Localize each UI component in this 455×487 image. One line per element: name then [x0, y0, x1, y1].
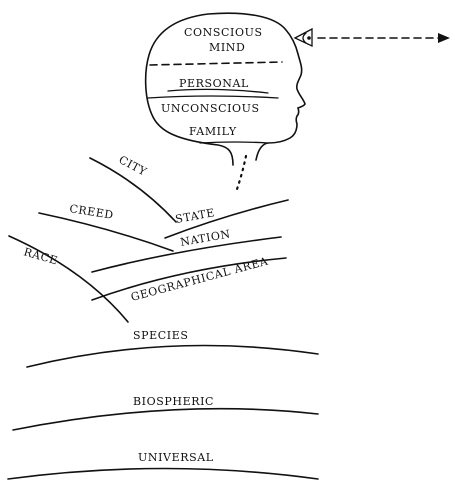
family-line [200, 142, 268, 143]
universal-line [8, 469, 318, 480]
label-geographical-area: GEOGRAPHICAL AREA [129, 255, 270, 304]
unconscious-underline [148, 96, 278, 98]
label-race: RACE [22, 245, 59, 267]
label-family: FAMILY [189, 125, 237, 138]
label-unconscious: UNCONSCIOUS [161, 102, 260, 115]
label-universal: UNIVERSAL [138, 451, 214, 464]
label-species: SPECIES [133, 329, 189, 342]
label-creed: CREED [69, 202, 115, 222]
label-personal: PERSONAL [179, 77, 249, 90]
neck-dots [236, 156, 246, 192]
label-mind: MIND [209, 41, 245, 54]
biospheric-line [13, 409, 318, 430]
label-state: STATE [174, 206, 216, 226]
arrow-right-icon [438, 33, 450, 43]
conscious-separator [150, 62, 282, 65]
label-city: CITY [117, 153, 150, 179]
species-line [27, 346, 318, 367]
label-conscious: CONSCIOUS [184, 26, 263, 39]
eye-icon [295, 29, 312, 46]
label-biospheric: BIOSPHERIC [133, 395, 214, 408]
